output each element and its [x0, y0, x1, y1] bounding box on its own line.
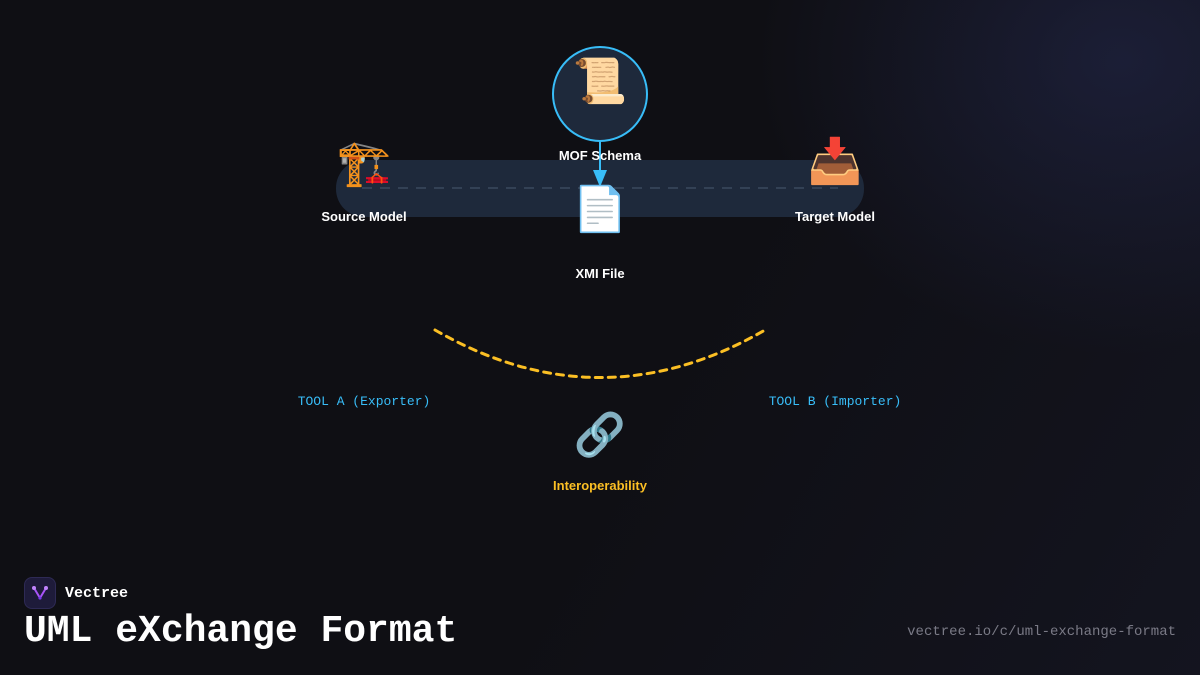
xmi-file-label: XMI File	[575, 266, 625, 281]
source-model-label: Source Model	[321, 209, 407, 224]
mof-schema-label: MOF Schema	[558, 148, 642, 163]
interoperability-arc	[433, 328, 767, 379]
link-icon: 🔗	[573, 410, 627, 459]
page-url[interactable]: vectree.io/c/uml-exchange-format	[907, 624, 1176, 640]
mof-schema-node	[552, 46, 648, 142]
brand-name: Vectree	[65, 584, 129, 602]
document-icon: 📄	[572, 184, 628, 235]
inbox-tray-icon: 📥	[807, 136, 863, 187]
brand: Vectree	[24, 577, 128, 609]
tool-a-exporter-label: TOOL A (Exporter)	[297, 394, 431, 409]
page-title: UML eXchange Format	[24, 610, 458, 653]
tool-b-importer-label: TOOL B (Importer)	[768, 394, 902, 409]
construction-crane-icon: 🏗️	[336, 138, 392, 189]
interoperability-label: Interoperability	[553, 478, 647, 493]
target-model-label: Target Model	[795, 209, 875, 224]
schema-arrow-head	[593, 170, 607, 187]
scroll-icon: 📜	[572, 56, 628, 107]
vectree-logo-icon	[24, 577, 56, 609]
